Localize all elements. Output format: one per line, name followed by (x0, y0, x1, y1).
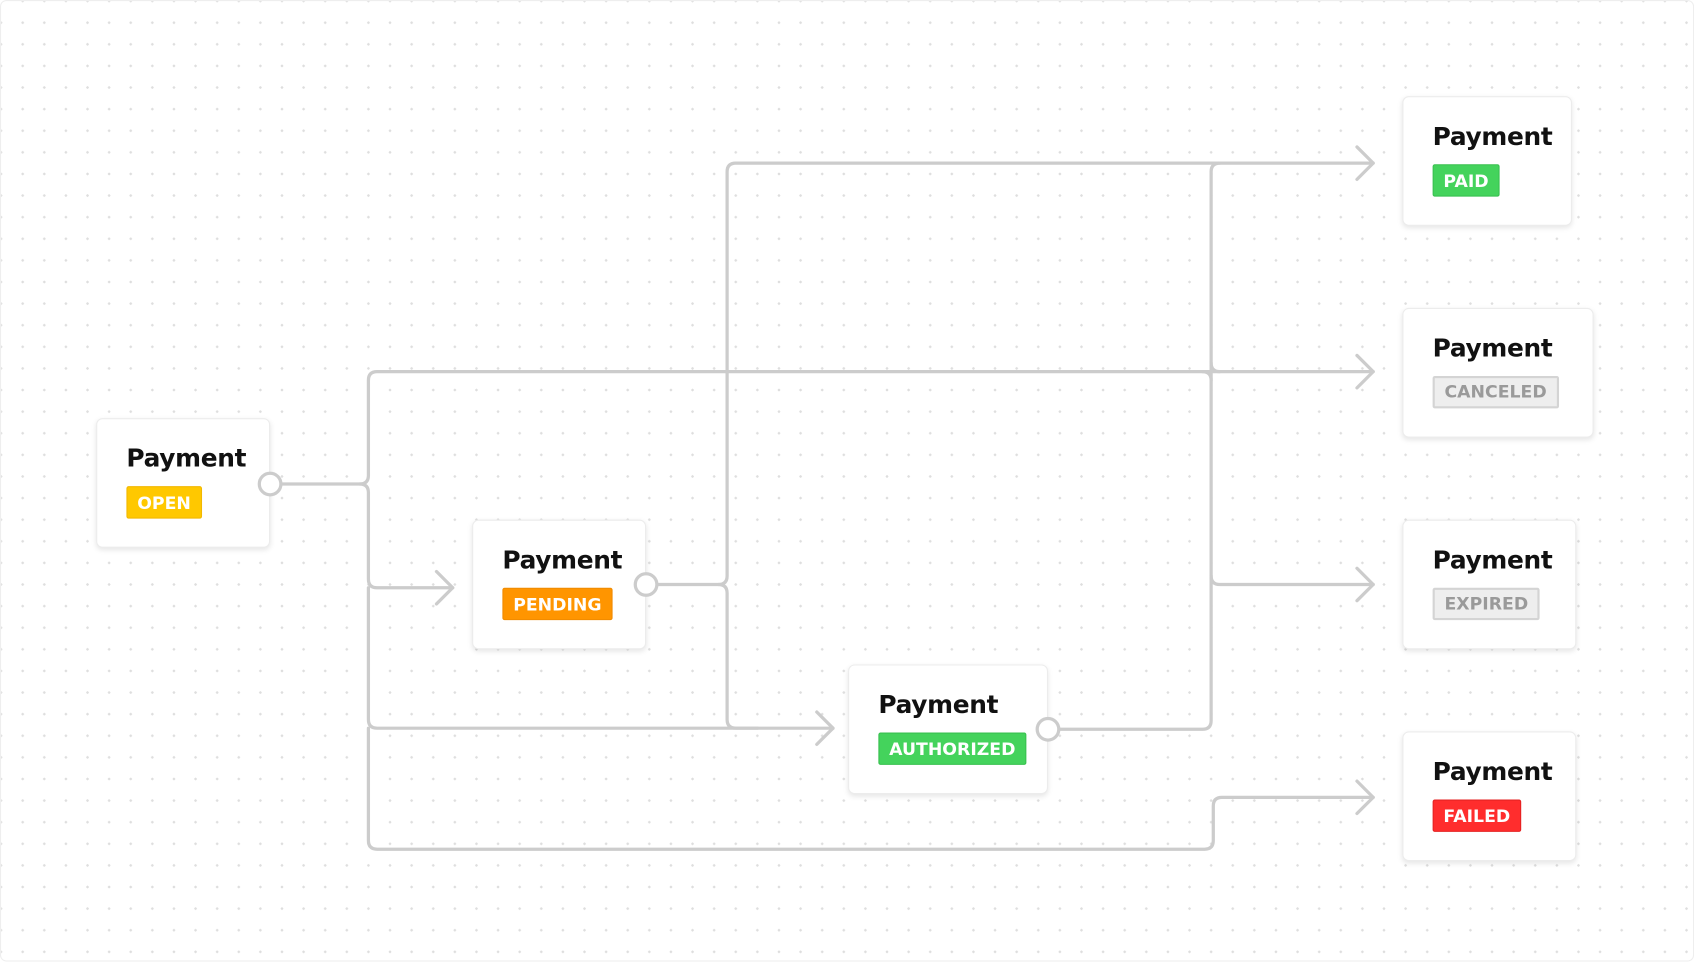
node-authorized[interactable]: Payment AUTHORIZED (848, 664, 1048, 795)
status-badge: OPEN (126, 486, 202, 519)
edge-open-trunk (279, 370, 1375, 486)
status-badge: EXPIRED (1432, 587, 1541, 621)
arrowhead (1355, 779, 1375, 816)
arrowhead (1355, 145, 1375, 181)
arrowhead (434, 569, 455, 606)
arrowhead (1355, 353, 1375, 390)
node-title: Payment (878, 691, 999, 720)
edge-authorized-out (1057, 161, 1222, 731)
node-paid[interactable]: Payment PAID (1402, 96, 1572, 226)
edge-authorized-canceled (1200, 361, 1222, 382)
edge-open-authorized (366, 586, 835, 730)
edge-pending-paid (655, 161, 1375, 587)
arrowhead (815, 710, 835, 747)
edge-pending-authorized (716, 582, 759, 730)
node-title: Payment (1432, 546, 1553, 575)
node-title: Payment (126, 445, 247, 474)
node-open[interactable]: Payment OPEN (96, 418, 271, 548)
status-badge: AUTHORIZED (878, 732, 1027, 765)
status-badge: CANCELED (1432, 375, 1559, 409)
edge-open-failed (366, 726, 1375, 851)
status-badge: PAID (1432, 164, 1500, 197)
edge-authorized-expired (1209, 574, 1375, 587)
node-canceled[interactable]: Payment CANCELED (1402, 307, 1594, 438)
node-title: Payment (1432, 334, 1553, 364)
node-title: Payment (502, 546, 623, 575)
status-badge: PENDING (502, 587, 613, 621)
node-pending[interactable]: Payment PENDING (472, 519, 647, 650)
node-title: Payment (1432, 123, 1553, 152)
status-badge: FAILED (1432, 799, 1522, 832)
node-title: Payment (1432, 758, 1553, 787)
node-expired[interactable]: Payment EXPIRED (1402, 519, 1577, 650)
arrowhead (1355, 566, 1375, 603)
edge-open-pending (358, 482, 455, 590)
node-failed[interactable]: Payment FAILED (1402, 731, 1577, 862)
